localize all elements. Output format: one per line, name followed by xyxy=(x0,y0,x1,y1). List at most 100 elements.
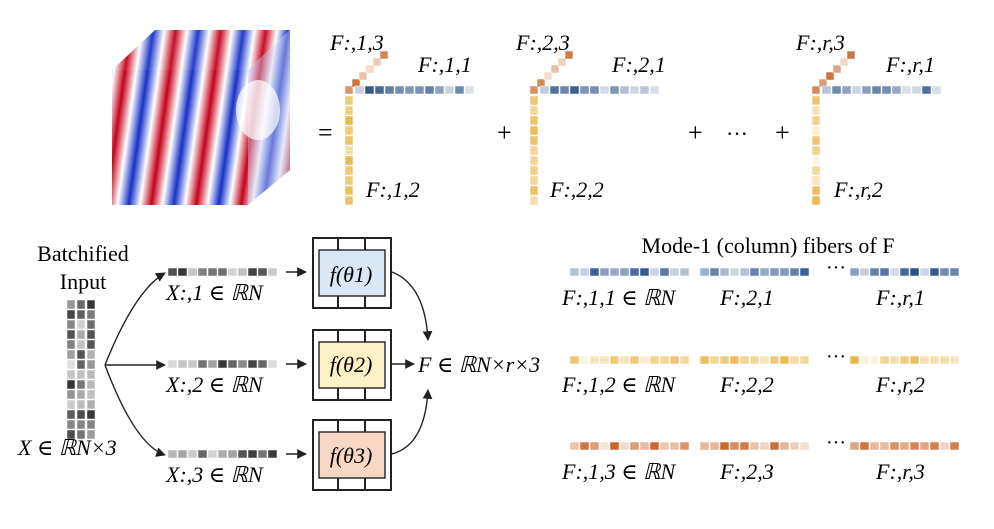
fiber-cell xyxy=(929,441,940,451)
fiber-cell xyxy=(76,389,86,400)
fiber-cell xyxy=(609,267,620,277)
fiber-cell xyxy=(207,267,218,277)
fiber-cell xyxy=(811,185,821,196)
fiber-cell xyxy=(889,267,900,277)
mode3-fiber xyxy=(344,50,389,95)
termr-f3-label: F:,r,3 xyxy=(795,30,845,55)
fiber-cell xyxy=(939,441,950,451)
fiber-cell xyxy=(909,441,920,451)
fiber-cell xyxy=(66,359,76,370)
net-input-arrows xyxy=(286,267,307,459)
fiber-cell xyxy=(344,85,354,95)
fiber-cell xyxy=(949,355,960,365)
fiber-cell xyxy=(227,359,238,369)
output-fiber xyxy=(699,267,810,277)
fiber-cell xyxy=(699,267,710,277)
fiber-cell xyxy=(454,85,465,95)
fiber-cell xyxy=(187,449,198,459)
fiber-cell xyxy=(649,441,660,451)
output-fiber xyxy=(569,441,690,451)
fiber-cell xyxy=(889,441,900,451)
fiber-cell xyxy=(739,441,750,451)
fiber-cell xyxy=(659,267,670,277)
mode2-fiber xyxy=(529,95,539,206)
output-fiber xyxy=(569,355,690,365)
fiber-cell xyxy=(879,355,890,365)
fiber-cell xyxy=(769,267,780,277)
fiber-cell xyxy=(599,441,610,451)
fiber-cell xyxy=(76,419,86,430)
output-fiber xyxy=(849,441,960,451)
fiber-row3-dots: ··· xyxy=(826,432,846,454)
fiber-cell xyxy=(76,299,86,310)
fiber-cell xyxy=(659,355,670,365)
input-matrix-column xyxy=(86,299,96,440)
network-1-label: f(θ1) xyxy=(330,262,373,287)
fiber-cell xyxy=(247,359,258,369)
fiber-cell xyxy=(841,85,852,95)
fiber-cell xyxy=(709,441,720,451)
term2-f3-label: F:,2,3 xyxy=(515,30,570,55)
fiber-cell xyxy=(529,175,539,186)
output-fiber xyxy=(699,355,810,365)
fiber-cell xyxy=(811,145,821,156)
fiber-cell xyxy=(719,355,730,365)
fiber-cell xyxy=(76,379,86,390)
tensor-cube xyxy=(112,30,290,205)
x-column-1-label: X:,1 ∈ ℝN xyxy=(165,280,264,305)
fiber-cell xyxy=(444,85,455,95)
plus-sign-2: + xyxy=(688,118,703,147)
fiber-row1-label3: F:,r,1 xyxy=(875,285,925,310)
fiber-cell xyxy=(919,441,930,451)
fiber-cell xyxy=(344,175,354,186)
fiber-cell xyxy=(939,355,950,365)
input-matrix-column xyxy=(66,299,76,440)
fiber-cell xyxy=(569,441,580,451)
output-fiber xyxy=(849,267,960,277)
fiber-cell xyxy=(529,105,539,116)
fiber-cell xyxy=(729,355,740,365)
fiber-cell xyxy=(859,441,870,451)
fiber-cell xyxy=(859,355,870,365)
fiber-cell xyxy=(759,267,770,277)
fiber-cell xyxy=(529,85,539,95)
x-column-1 xyxy=(167,267,278,277)
fiber-cell xyxy=(649,355,660,365)
fiber-row1-dots: ··· xyxy=(826,257,846,279)
fiber-row3-label3: F:,r,3 xyxy=(875,459,925,484)
fiber-cell xyxy=(891,85,902,95)
fiber-cell xyxy=(639,85,650,95)
fiber-cell xyxy=(394,85,405,95)
x-column-2 xyxy=(167,359,278,369)
fiber-cell xyxy=(569,267,580,277)
mode3-fiber xyxy=(529,50,574,95)
fiber-cell xyxy=(404,85,415,95)
fiber-cell xyxy=(550,64,560,74)
fiber-cell xyxy=(789,267,800,277)
ellipsis-top: ··· xyxy=(726,121,748,146)
fiber-cell xyxy=(529,115,539,126)
fiber-cell xyxy=(599,267,610,277)
fiber-cell xyxy=(549,85,560,95)
fiber-cell xyxy=(911,85,922,95)
fiber-cell xyxy=(344,145,354,156)
fiber-cell xyxy=(257,267,268,277)
fiber-cell xyxy=(869,355,880,365)
fiber-cell xyxy=(344,135,354,146)
fiber-cell xyxy=(76,399,86,410)
fiber-cell xyxy=(579,85,590,95)
x-column-fiber xyxy=(167,267,278,277)
fiber-cell xyxy=(344,195,354,206)
fiber-cell xyxy=(629,85,640,95)
fiber-cell xyxy=(257,359,268,369)
fiber-cell xyxy=(267,359,278,369)
fiber-cell xyxy=(365,64,375,74)
fiber-cell xyxy=(779,267,790,277)
fiber-cell xyxy=(66,419,76,430)
fiber-cell xyxy=(769,355,780,365)
fiber-cell xyxy=(86,429,96,440)
fiber-cell xyxy=(639,267,650,277)
fiber-cell xyxy=(949,267,960,277)
fiber-cell xyxy=(557,57,567,67)
